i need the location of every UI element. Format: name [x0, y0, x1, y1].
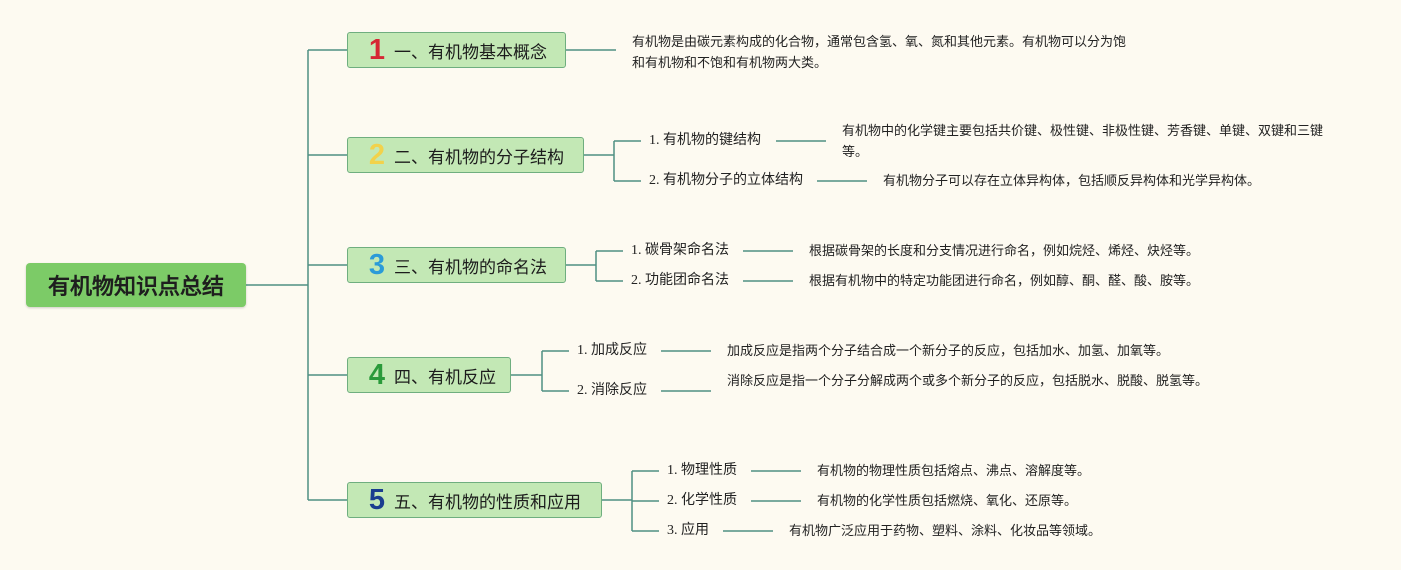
subtopic-5-1[interactable]: 1. 物理性质 — [667, 463, 737, 478]
subtopic-4-1[interactable]: 1. 加成反应 — [577, 343, 647, 358]
topic-3[interactable]: 3 三、有机物的命名法 — [347, 247, 566, 283]
number-2-icon: 2 — [368, 138, 386, 171]
subtopic-2-2-desc: 有机物分子可以存在立体异构体，包括顺反异构体和光学异构体。 — [883, 174, 1261, 189]
number-4-icon: 4 — [368, 358, 386, 391]
subtopic-3-1-desc: 根据碳骨架的长度和分支情况进行命名，例如烷烃、烯烃、炔烃等。 — [809, 244, 1200, 259]
topic-2[interactable]: 2 二、有机物的分子结构 — [347, 137, 584, 173]
number-1-icon: 1 — [368, 33, 386, 66]
root-title: 有机物知识点总结 — [47, 275, 224, 300]
subtopic-4-2-desc: 消除反应是指一个分子分解成两个或多个新分子的反应，包括脱水、脱酸、脱氢等。 — [727, 374, 1209, 389]
subtopic-3-1[interactable]: 1. 碳骨架命名法 — [631, 243, 729, 258]
subtopic-5-3-desc: 有机物广泛应用于药物、塑料、涂料、化妆品等领域。 — [789, 524, 1102, 539]
subtopic-2-1[interactable]: 1. 有机物的键结构 — [649, 133, 761, 148]
subtopic-5-3[interactable]: 3. 应用 — [667, 523, 709, 538]
topic-3-label: 三、有机物的命名法 — [394, 257, 547, 278]
topic-1[interactable]: 1 一、有机物基本概念 — [347, 32, 566, 68]
subtopic-5-1-desc: 有机物的物理性质包括熔点、沸点、溶解度等。 — [817, 464, 1091, 479]
number-3-icon: 3 — [368, 248, 386, 281]
subtopic-4-2[interactable]: 2. 消除反应 — [577, 383, 647, 398]
subtopic-2-1-desc: 有机物中的化学键主要包括共价键、极性键、非极性键、芳香键、单键、双键和三键等。 — [842, 124, 1324, 160]
topic-4[interactable]: 4 四、有机反应 — [347, 357, 511, 393]
subtopic-4-1-desc: 加成反应是指两个分子结合成一个新分子的反应，包括加水、加氢、加氧等。 — [727, 344, 1170, 359]
root-node[interactable]: 有机物知识点总结 — [26, 263, 246, 307]
topic-1-desc: 有机物是由碳元素构成的化合物，通常包含氢、氧、氮和其他元素。有机物可以分为饱和有… — [632, 35, 1127, 71]
topic-2-label: 二、有机物的分子结构 — [394, 147, 564, 168]
topic-4-label: 四、有机反应 — [394, 367, 496, 388]
subtopic-3-2[interactable]: 2. 功能团命名法 — [631, 273, 729, 288]
topic-5-label: 五、有机物的性质和应用 — [394, 492, 581, 513]
topic-1-label: 一、有机物基本概念 — [394, 42, 547, 63]
topic-5[interactable]: 5 五、有机物的性质和应用 — [347, 482, 602, 518]
subtopic-2-2[interactable]: 2. 有机物分子的立体结构 — [649, 173, 803, 188]
subtopic-5-2[interactable]: 2. 化学性质 — [667, 493, 737, 508]
number-5-icon: 5 — [368, 483, 386, 516]
subtopic-5-2-desc: 有机物的化学性质包括燃烧、氧化、还原等。 — [817, 494, 1078, 509]
subtopic-3-2-desc: 根据有机物中的特定功能团进行命名，例如醇、酮、醛、酸、胺等。 — [809, 274, 1200, 289]
